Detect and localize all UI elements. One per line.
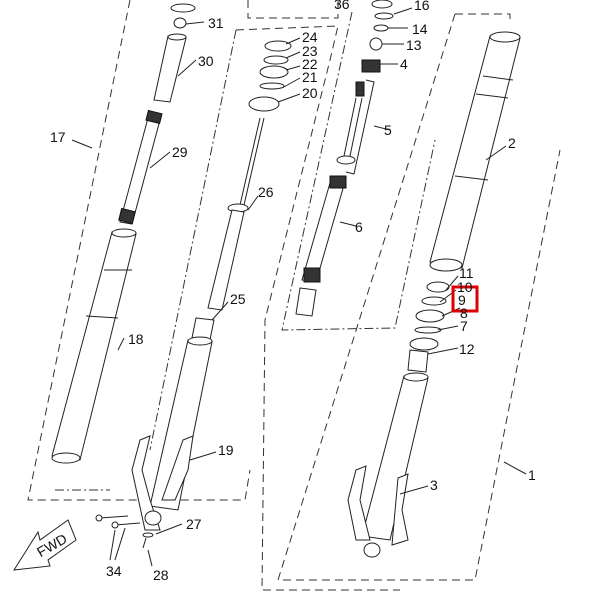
assembly-outline-top-center (247, 0, 339, 19)
label-12[interactable]: 12 (459, 341, 475, 357)
highlight-box (451, 285, 479, 313)
label-29[interactable]: 29 (172, 144, 188, 160)
part-20-24-seals (248, 40, 292, 112)
label-22[interactable]: 22 (302, 56, 318, 72)
assembly-outline-inner-left (235, 25, 400, 591)
label-1[interactable]: 1 (528, 467, 536, 483)
part-4-adjuster (361, 59, 381, 73)
label-4[interactable]: 4 (400, 56, 408, 72)
label-30[interactable]: 30 (198, 53, 214, 69)
label-3[interactable]: 3 (430, 477, 438, 493)
part-top-ring (170, 3, 196, 13)
label-19[interactable]: 19 (218, 442, 234, 458)
label-8[interactable]: 8 (460, 305, 468, 321)
part-13-nut (369, 37, 383, 51)
label-24[interactable]: 24 (302, 29, 318, 45)
label-23[interactable]: 23 (302, 43, 318, 59)
label-27[interactable]: 27 (186, 516, 202, 532)
part-34-bolts (95, 514, 141, 529)
label-9[interactable]: 9 (458, 292, 466, 308)
part-16-oring (374, 12, 394, 20)
label-5[interactable]: 5 (384, 122, 392, 138)
label-6[interactable]: 6 (355, 219, 363, 235)
label-14[interactable]: 14 (412, 21, 428, 37)
label-17[interactable]: 17 (50, 129, 66, 145)
assembly-outline-right (277, 13, 561, 581)
part-30-cylinder (153, 33, 187, 103)
label-7[interactable]: 7 (460, 318, 468, 334)
label-31[interactable]: 31 (208, 15, 224, 31)
part-7-11-seals (409, 281, 450, 351)
part-26-damper-rod (207, 117, 265, 311)
part-3-inner-tube (347, 372, 429, 558)
part-14-washer (373, 24, 389, 32)
part-12-bushing (407, 349, 429, 373)
part-labels: 1 2 3 4 5 6 7 8 9 10 11 12 13 14 16 17 1… (50, 0, 536, 583)
label-2[interactable]: 2 (508, 135, 516, 151)
label-10[interactable]: 10 (457, 279, 473, 295)
part-5-rod (336, 79, 375, 175)
label-34[interactable]: 34 (106, 563, 122, 579)
part-6-cartridge (295, 175, 347, 317)
assembly-outline-left (27, 0, 251, 501)
leader-lines (71, 7, 527, 567)
assembly-outline-left-inner (55, 29, 237, 491)
label-21[interactable]: 21 (302, 69, 318, 85)
label-20[interactable]: 20 (302, 85, 318, 101)
label-25[interactable]: 25 (230, 291, 246, 307)
fwd-arrow: FWD (13, 519, 77, 571)
part-29-damper-rod (118, 109, 163, 225)
part-19-inner-tube (131, 336, 213, 531)
label-28[interactable]: 28 (153, 567, 169, 583)
label-16[interactable]: 16 (414, 0, 430, 13)
part-18-outer-tube (51, 228, 137, 464)
label-26[interactable]: 26 (258, 184, 274, 200)
part-2-outer-tube (429, 31, 521, 272)
label-36[interactable]: 36 (334, 0, 350, 12)
label-11[interactable]: 11 (459, 265, 474, 281)
part-27-28-screw (142, 532, 154, 549)
label-18[interactable]: 18 (128, 331, 144, 347)
part-16-ring (371, 0, 393, 9)
part-31-nut (173, 17, 187, 29)
assembly-outline-inner-right (281, 11, 436, 331)
label-13[interactable]: 13 (406, 37, 422, 53)
